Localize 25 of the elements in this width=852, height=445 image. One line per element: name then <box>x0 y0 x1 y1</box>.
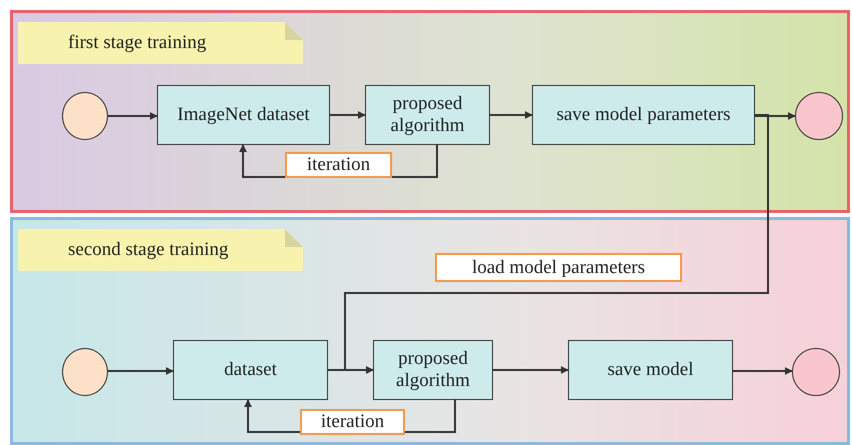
end-circle <box>795 92 843 140</box>
arrow <box>493 366 569 374</box>
arrow <box>328 366 374 374</box>
edge-label: iteration <box>285 152 392 178</box>
start-circle <box>62 348 108 396</box>
stage-panel <box>10 10 850 213</box>
process-box: dataset <box>173 340 328 400</box>
stage-panel <box>10 217 850 445</box>
process-box: save model <box>568 340 733 400</box>
arrow <box>755 112 796 120</box>
note-label: first stage training <box>18 22 303 64</box>
arrow <box>733 367 793 375</box>
process-box: proposed algorithm <box>365 85 490 145</box>
note-label: second stage training <box>18 229 303 271</box>
edge-label: load model parameters <box>435 253 682 282</box>
process-box: save model parameters <box>532 85 755 145</box>
arrow <box>108 112 158 120</box>
end-circle <box>792 348 840 396</box>
edge-label: iteration <box>300 409 405 435</box>
process-box: proposed algorithm <box>373 340 493 400</box>
start-circle <box>62 92 108 140</box>
arrow <box>330 111 366 119</box>
arrow <box>490 111 533 119</box>
arrow <box>108 367 174 375</box>
process-box: ImageNet dataset <box>157 85 330 145</box>
